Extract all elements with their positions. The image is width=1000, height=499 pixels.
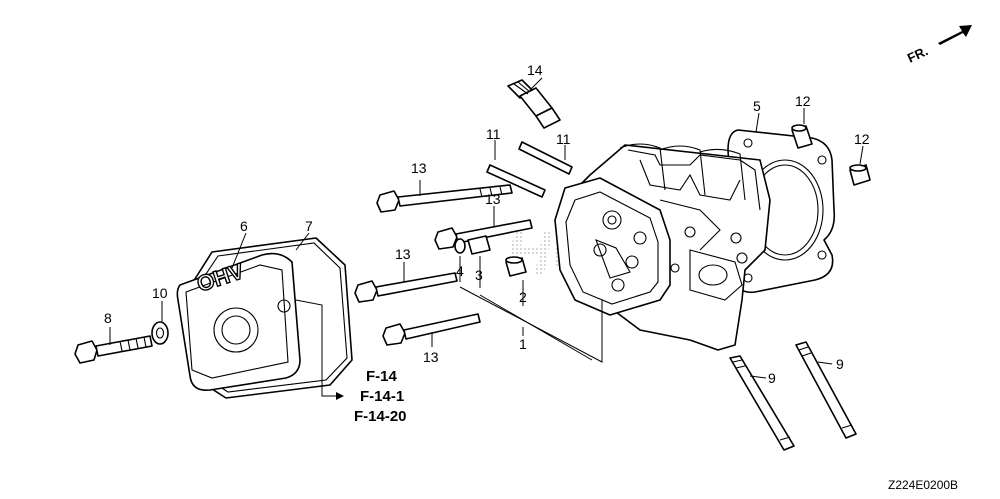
stud-bolt-9b <box>795 341 857 439</box>
callout-13a: 13 <box>411 160 427 176</box>
cylinder-head <box>554 143 771 351</box>
reference-f14-20[interactable]: F-14-20 <box>354 408 407 425</box>
callout-3: 3 <box>475 267 483 283</box>
callout-9b: 9 <box>836 356 844 372</box>
flange-bolt-8 <box>74 335 153 364</box>
dowel-pin-12a <box>791 124 813 149</box>
callout-1: 1 <box>519 336 527 352</box>
callout-9a: 9 <box>768 370 776 386</box>
callout-7: 7 <box>305 218 313 234</box>
washer-4 <box>454 238 466 254</box>
callout-6: 6 <box>240 218 248 234</box>
spark-plug <box>507 79 561 129</box>
callout-12a: 12 <box>795 93 811 109</box>
bolt-13a <box>376 184 513 213</box>
bolt-13d <box>382 313 481 346</box>
reference-f14-1[interactable]: F-14-1 <box>360 388 404 405</box>
callout-12b: 12 <box>854 131 870 147</box>
callout-11a: 11 <box>486 126 501 142</box>
callout-13b: 13 <box>485 191 501 207</box>
callout-13d: 13 <box>423 349 439 365</box>
dowel-pin-3 <box>467 235 491 255</box>
diagram-code: Z224E0200B <box>888 478 958 492</box>
leader-lines <box>109 77 864 400</box>
dowel-pin-2 <box>505 256 527 277</box>
front-direction-arrow-icon <box>938 25 972 45</box>
stud-bolt-9a <box>729 355 795 451</box>
reference-f14[interactable]: F-14 <box>366 368 398 385</box>
callout-5: 5 <box>753 98 761 114</box>
callout-10: 10 <box>152 285 168 301</box>
dowel-pin-12b <box>849 164 871 186</box>
callout-11b: 11 <box>556 131 571 147</box>
washer-10 <box>151 321 169 345</box>
front-direction-label: FR. <box>905 43 930 65</box>
stud-bolt-11b <box>518 141 573 175</box>
callout-8: 8 <box>104 310 112 326</box>
head-cover: OHV <box>176 252 301 392</box>
callout-13c: 13 <box>395 246 411 262</box>
callout-14: 14 <box>527 62 543 78</box>
stud-bolt-11a <box>486 164 546 198</box>
bolt-13c <box>354 272 458 303</box>
callout-2: 2 <box>519 289 527 305</box>
callout-4: 4 <box>456 263 464 279</box>
bolt-13b <box>434 219 533 250</box>
